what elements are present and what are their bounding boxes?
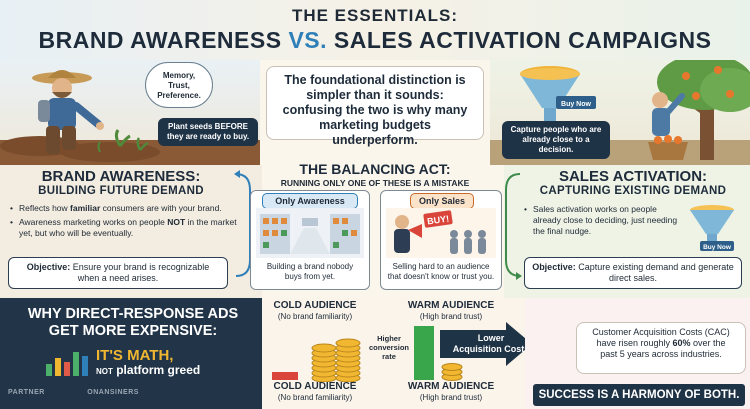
- only-sales-caption: Selling hard to an audience that doesn't…: [387, 262, 495, 281]
- funnel-buy-now-label: Buy Now: [561, 101, 592, 108]
- buy-now-funnel-icon: Buy Now: [690, 205, 734, 251]
- right-caption-line1: Capture people who are: [510, 125, 602, 134]
- bubble-memory: Memory,: [162, 71, 196, 80]
- farmer-illustration: [0, 70, 160, 162]
- sales-activation-bullets: Sales activation works on people already…: [524, 204, 684, 240]
- bubble-trust: Trust,: [168, 81, 190, 90]
- thought-bubble: Memory, Trust, Preference.: [145, 62, 213, 108]
- why-headline: WHY DIRECT-RESPONSE ADS GET MORE EXPENSI…: [27, 306, 239, 339]
- header-kicker: THE ESSENTIALS:: [291, 6, 459, 25]
- cold-audience-title-top: COLD AUDIENCE: [273, 300, 357, 311]
- lower-acquisition-costs-arrow: Lower Acquisition Costs: [452, 333, 530, 354]
- cold-audience-sub-bottom: (No brand familiarity): [277, 393, 353, 402]
- only-awareness-caption: Building a brand nobody buys from yet.: [266, 262, 354, 281]
- megaphone-salesman-illustration: BUY!: [386, 208, 496, 258]
- right-scene-caption: Capture people who are already close to …: [502, 121, 610, 159]
- warm-audience-visual: [414, 322, 532, 381]
- balancing-act-subtitle: RUNNING ONLY ONE OF THESE IS A MISTAKE: [280, 178, 470, 188]
- left-scene-caption: Plant seeds BEFORE they are ready to buy…: [158, 118, 258, 146]
- cold-audience-coins: [272, 338, 361, 382]
- brand-awareness-subtitle: BUILDING FUTURE DEMAND: [38, 185, 204, 197]
- sales-activation-subtitle: CAPTURING EXISTING DEMAND: [539, 185, 727, 197]
- brand-awareness-title: BRAND AWARENESS:: [41, 168, 201, 185]
- intro-box: The foundational distinction is simpler …: [266, 66, 484, 147]
- brand-awareness-bullets: Reflects how familiar consumers are with…: [10, 203, 238, 242]
- cold-audience-sub-top: (No brand familiarity): [277, 312, 353, 321]
- list-item: Awareness marketing works on people NOT …: [10, 217, 238, 239]
- sales-activation-title: SALES ACTIVATION:: [558, 168, 708, 185]
- header-background: [0, 0, 750, 60]
- buy-sign-text: BUY!: [427, 214, 450, 227]
- title-sales-activation: SALES ACTIVATION CAMPAIGNS: [333, 27, 712, 53]
- only-sales-tag: Only Sales: [410, 193, 474, 209]
- balancing-act-title: THE BALANCING ACT:: [299, 161, 451, 177]
- cac-stat-box: Customer Acquisition Costs (CAC) have ri…: [576, 322, 746, 374]
- right-cycle-arrow-icon: [505, 173, 522, 280]
- its-math-text: IT'S MATH,: [96, 347, 174, 364]
- title-vs: VS.: [288, 27, 328, 53]
- why-section: [0, 298, 262, 409]
- list-item: Reflects how familiar consumers are with…: [10, 203, 238, 214]
- warm-audience-title-bottom: WARM AUDIENCE: [407, 381, 495, 392]
- partner-logos: PARTNER ONANSINERS: [8, 389, 258, 396]
- empty-store-illustration: [256, 208, 364, 258]
- left-caption-line2: they are ready to buy.: [166, 132, 250, 141]
- right-caption-line2: already close to a decision.: [522, 135, 590, 154]
- logo-onansiners: ONANSINERS: [87, 389, 139, 396]
- bubble-preference: Preference.: [157, 91, 201, 100]
- warm-audience-sub-top: (High brand trust): [419, 312, 483, 321]
- harvest-illustration: Buy Now: [520, 60, 750, 160]
- title-brand-awareness: BRAND AWARENESS: [38, 27, 282, 53]
- only-awareness-tag: Only Awareness: [262, 193, 358, 209]
- logo-partner: PARTNER: [8, 389, 45, 396]
- not-platform-greed-text: NOT platform greed: [96, 363, 201, 377]
- bar-chart-icon: [46, 352, 88, 376]
- warm-audience-sub-bottom: (High brand trust): [419, 393, 483, 402]
- success-banner: SUCCESS IS A HARMONY OF BOTH.: [533, 384, 745, 406]
- sales-activation-objective: Objective: Capture existing demand and g…: [524, 257, 742, 289]
- brand-awareness-objective: Objective: Ensure your brand is recogniz…: [8, 257, 228, 289]
- list-item: Sales activation works on people already…: [524, 204, 684, 237]
- warm-audience-title-top: WARM AUDIENCE: [407, 300, 495, 311]
- page-title: BRAND AWARENESS VS. SALES ACTIVATION CAM…: [0, 27, 750, 54]
- sales-funnel-buy-now-label: Buy Now: [703, 244, 732, 251]
- cold-audience-title-bottom: COLD AUDIENCE: [273, 381, 357, 392]
- left-caption-line1: Plant seeds BEFORE: [167, 122, 249, 131]
- higher-conversion-label: Higher conversion rate: [368, 334, 409, 361]
